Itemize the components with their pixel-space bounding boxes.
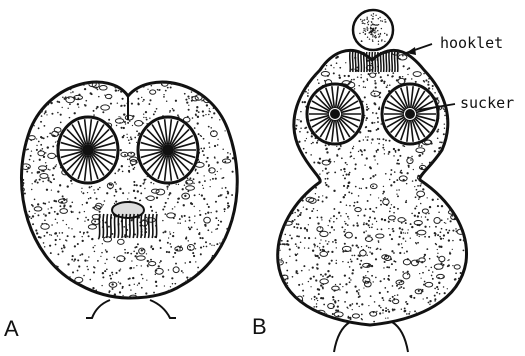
- panel-b-right-sucker: [382, 84, 438, 144]
- hooklet-callout: hooklet: [406, 34, 503, 55]
- panel-a-specimen: [8, 69, 251, 318]
- panel-a-outline: [21, 82, 237, 298]
- panel-b-label: B: [252, 314, 267, 339]
- panel-a-stalk: [86, 300, 176, 318]
- sucker-label: sucker: [460, 94, 514, 112]
- hooklet-label: hooklet: [440, 34, 503, 52]
- panel-a-label: A: [4, 316, 19, 341]
- panel-b-specimen: [274, 10, 473, 352]
- panel-a-left-sucker: [58, 117, 118, 183]
- panel-b-left-sucker: [307, 84, 363, 144]
- panel-b-stalk: [334, 322, 408, 352]
- panel-a-right-sucker: [138, 117, 198, 183]
